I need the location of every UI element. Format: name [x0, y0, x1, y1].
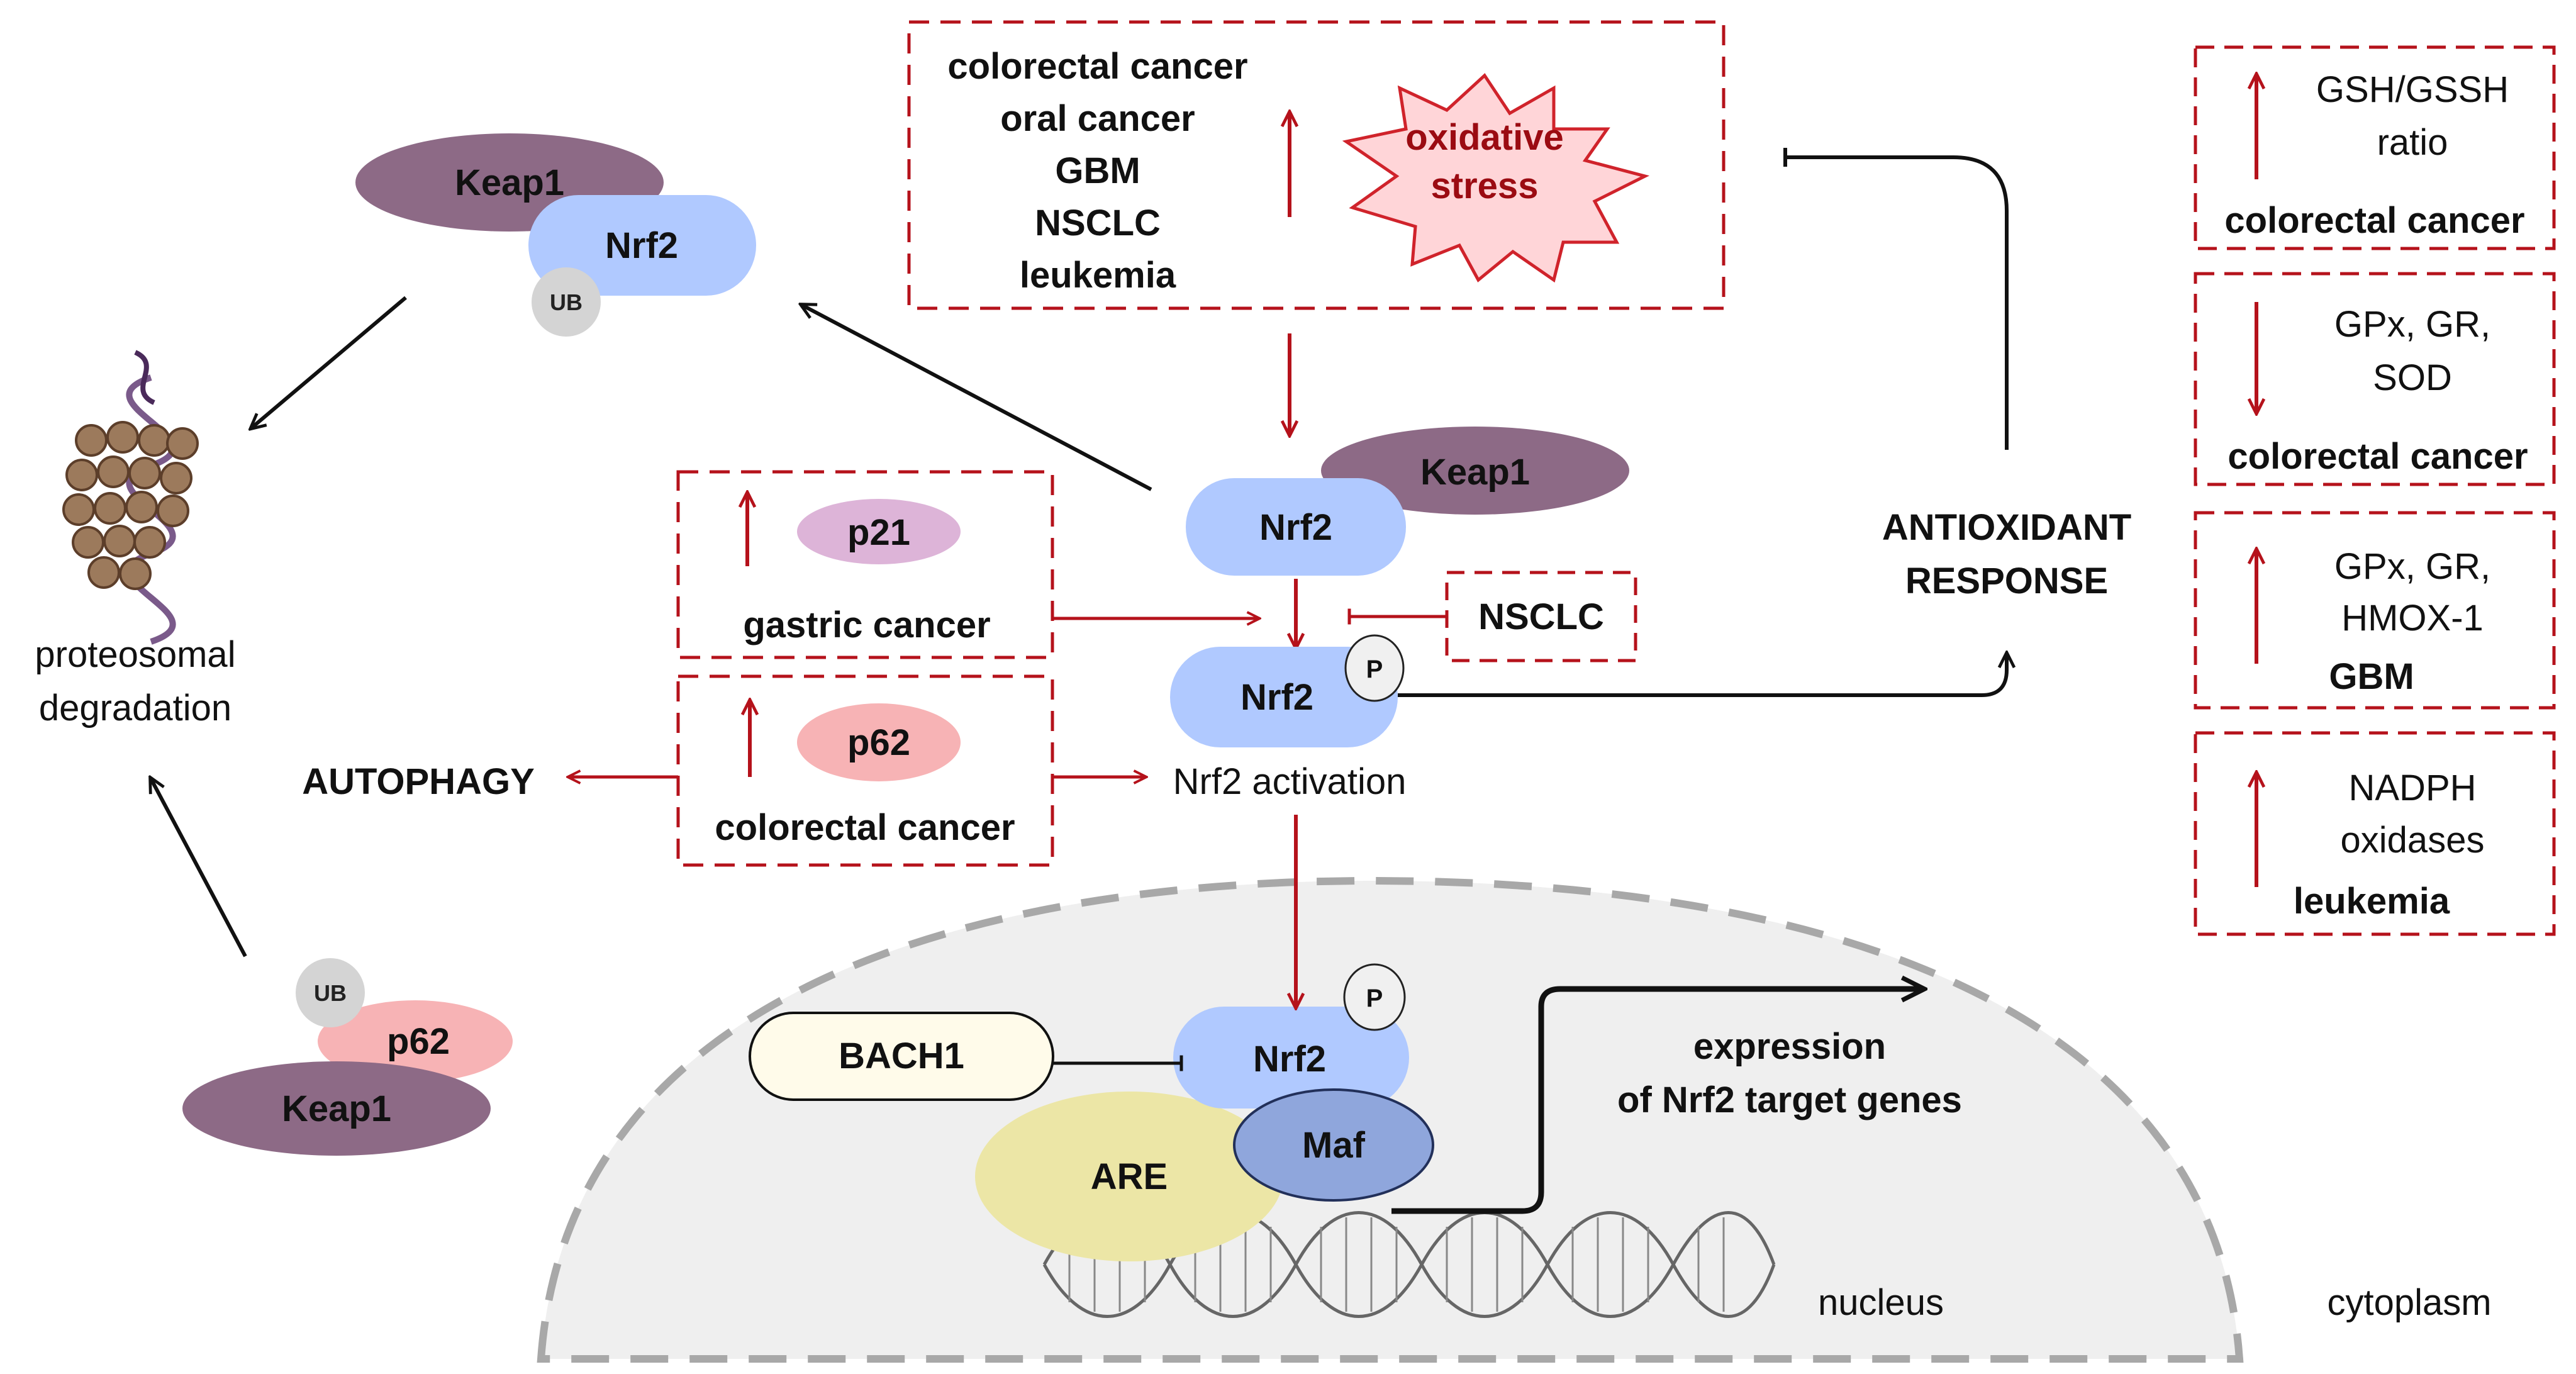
complex-nrf2-label: Nrf2	[605, 225, 678, 266]
expression-line1: expression	[1693, 1026, 1886, 1067]
antioxidant-line1: ANTIOXIDANT	[1882, 507, 2131, 548]
central-keap1-label: Keap1	[1420, 452, 1530, 493]
side-box-3-line2: HMOX-1	[2341, 598, 2484, 639]
side-box-1-disease: colorectal cancer	[2224, 200, 2524, 241]
p62-disease-label: colorectal cancer	[715, 807, 1015, 848]
are-element: ARE	[975, 1092, 1283, 1261]
side-box-4-line1: NADPH	[2348, 768, 2476, 808]
proteasome-label-line2: degradation	[39, 688, 231, 729]
side-box-1-line1: GSH/GSSH	[2316, 69, 2509, 110]
p21-label: p21	[847, 512, 910, 553]
oxidative-disease-list: colorectal cancer oral cancer GBM NSCLC …	[947, 46, 1247, 296]
side-box-4-line2: oxidases	[2341, 820, 2485, 861]
central-phospho-nrf2: Nrf2 P	[1170, 634, 1405, 747]
complex2-p62-label: p62	[387, 1021, 450, 1062]
side-box-4-disease: leukemia	[2294, 881, 2450, 922]
side-box-1-line2: ratio	[2377, 122, 2448, 163]
p62-label: p62	[847, 722, 910, 763]
bach1-label: BACH1	[839, 1036, 964, 1076]
p62-protein	[797, 703, 961, 781]
arrow-to-degraded-complex	[802, 305, 1152, 491]
complex2-ub-label: UB	[314, 980, 347, 1006]
burst-line1: oxidative	[1405, 117, 1563, 158]
side-box-3-line1: GPx, GR,	[2334, 546, 2490, 587]
nuclear-p-badge: P	[1366, 985, 1383, 1012]
side-box-3-disease: GBM	[2329, 656, 2414, 697]
expression-line2: of Nrf2 target genes	[1617, 1080, 1962, 1120]
p62-complex-to-proteasome-arrow	[151, 779, 247, 958]
proteasome-icon	[62, 350, 199, 645]
complex2-keap1-label: Keap1	[282, 1088, 391, 1129]
ox-disease-4: NSCLC	[1035, 203, 1161, 243]
central-p-badge: P	[1366, 656, 1383, 683]
burst-line2: stress	[1431, 165, 1539, 206]
antioxidant-inhibits-stress	[1783, 148, 2009, 450]
autophagy-label: AUTOPHAGY	[302, 761, 535, 802]
maf-label: Maf	[1302, 1125, 1366, 1166]
ox-disease-5: leukemia	[1020, 255, 1176, 296]
p21-protein	[797, 499, 961, 564]
nuclear-nrf2: Nrf2 P	[1173, 963, 1409, 1109]
arrow-to-antioxidant	[1398, 654, 2007, 697]
side-box-1: GSH/GSSH ratio colorectal cancer	[2194, 45, 2556, 250]
side-box-4: NADPH oxidases leukemia	[2194, 731, 2556, 936]
complex-ub-label: UB	[550, 289, 583, 315]
nrf2-activation-label: Nrf2 activation	[1173, 761, 1407, 802]
keap1-nrf2-ub-complex: Keap1 Nrf2 UB	[355, 133, 756, 337]
cytoplasm-label: cytoplasm	[2327, 1282, 2491, 1323]
side-box-2-line2: SOD	[2373, 357, 2452, 398]
bach1-protein: BACH1	[749, 1012, 1054, 1101]
oxidative-stress-burst: oxidative stress	[1342, 73, 1650, 283]
nuclear-nrf2-label: Nrf2	[1253, 1039, 1326, 1080]
side-box-2-line1: GPx, GR,	[2334, 304, 2490, 345]
are-label: ARE	[1091, 1156, 1168, 1197]
p62-keap1-ub-complex: p62 UB Keap1	[182, 958, 513, 1156]
central-keap1-nrf2: Keap1 Nrf2	[1186, 427, 1629, 576]
side-box-2-disease: colorectal cancer	[2228, 436, 2528, 477]
side-box-3: GPx, GR, HMOX-1 GBM	[2194, 511, 2556, 710]
ox-disease-3: GBM	[1055, 150, 1140, 191]
maf-protein: Maf	[1233, 1088, 1434, 1202]
nsclc-label: NSCLC	[1478, 596, 1604, 637]
dna-helix	[1042, 1211, 1776, 1318]
antioxidant-line2: RESPONSE	[1905, 561, 2108, 601]
central-nrf2-label: Nrf2	[1259, 507, 1332, 548]
arrow-to-proteasome	[252, 296, 407, 428]
complex-keap1-label: Keap1	[455, 162, 564, 203]
side-box-2: GPx, GR, SOD colorectal cancer	[2194, 272, 2556, 486]
p21-disease-label: gastric cancer	[743, 605, 990, 645]
ox-disease-1: colorectal cancer	[947, 46, 1247, 87]
expression-arrow	[1391, 989, 1922, 1214]
nsclc-box	[1445, 571, 1637, 662]
ox-disease-2: oral cancer	[1000, 98, 1195, 139]
proteasome-label-line1: proteosomal	[35, 634, 235, 675]
central-nrf2p-label: Nrf2	[1241, 677, 1313, 718]
nucleus-label: nucleus	[1818, 1282, 1944, 1323]
